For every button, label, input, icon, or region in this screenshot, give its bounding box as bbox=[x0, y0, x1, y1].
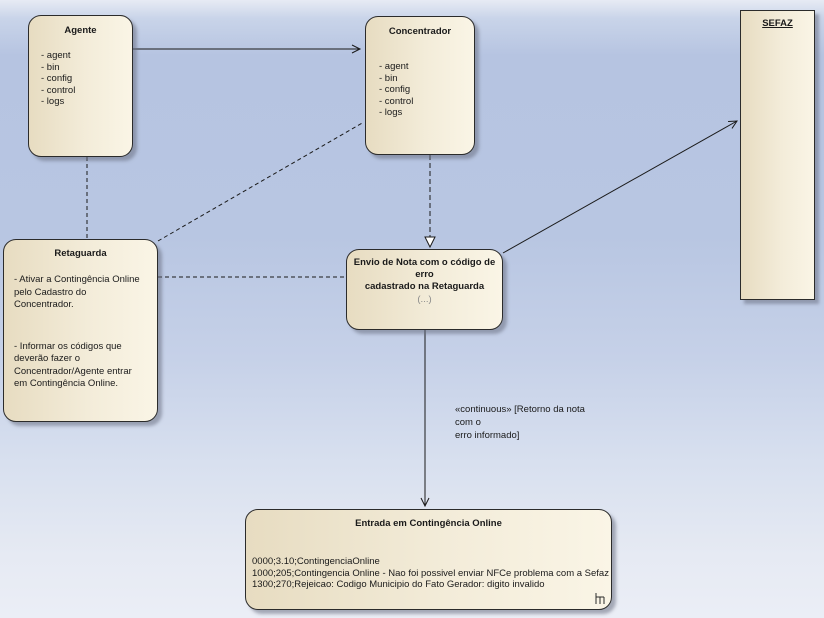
node-agente-title: Agente bbox=[64, 25, 97, 36]
node-retaguarda[interactable]: Retaguarda - Ativar a Contingência Onlin… bbox=[3, 239, 158, 422]
node-envio-de-nota[interactable]: Envio de Nota com o código de erro cadas… bbox=[346, 249, 503, 330]
node-envio-ellipsis: (...) bbox=[417, 294, 432, 305]
node-sefaz[interactable]: SEFAZ bbox=[740, 10, 815, 300]
feature-item: - bin bbox=[379, 72, 398, 84]
code-line: 1300;270;Rejeicao: Codigo Municipio do F… bbox=[252, 579, 545, 590]
feature-item: - config bbox=[379, 84, 411, 95]
feature-item: - agent bbox=[41, 50, 71, 61]
feature-item: - bin bbox=[41, 61, 60, 73]
node-sefaz-title: SEFAZ bbox=[762, 18, 793, 29]
composite-activity-rake-icon bbox=[595, 593, 605, 604]
code-line: 0000;3.10;ContingenciaOnline bbox=[252, 556, 380, 567]
feature-item: - logs bbox=[379, 107, 403, 118]
node-envio-title: Envio de Nota com o código de erro cadas… bbox=[353, 257, 496, 292]
node-retaguarda-note-2: - Informar os códigos que deverão fazer … bbox=[14, 340, 132, 390]
feature-item: - logs bbox=[41, 96, 65, 107]
node-retaguarda-note-1: - Ativar a Contingência Online pelo Cada… bbox=[14, 274, 140, 310]
edge-retaguarda-concentrador[interactable] bbox=[157, 121, 365, 242]
node-entrada-contingencia[interactable]: Entrada em Contingência Online 0000;3.10… bbox=[245, 509, 612, 610]
feature-item: - control bbox=[379, 95, 414, 107]
node-concentrador-title: Concentrador bbox=[388, 26, 452, 37]
code-line: 1000;205;Contingencia Online - Nao foi p… bbox=[252, 567, 609, 579]
feature-item: - config bbox=[41, 73, 73, 84]
node-agente[interactable]: Agente - agent - bin - config - control … bbox=[28, 15, 133, 157]
edge-envio-sefaz[interactable] bbox=[502, 120, 738, 254]
node-entrada-codes: 0000;3.10;ContingenciaOnline 1000;205;Co… bbox=[252, 556, 609, 591]
node-concentrador[interactable]: Concentrador - agent - bin - config - co… bbox=[365, 16, 475, 155]
node-retaguarda-title: Retaguarda bbox=[54, 248, 107, 259]
edge-continuous-label: «continuous» [Retorno da nota com o erro… bbox=[455, 404, 585, 441]
feature-item: - agent bbox=[379, 61, 409, 72]
node-concentrador-feature-list: - agent - bin - config - control - logs bbox=[366, 61, 474, 119]
node-agente-feature-list: - agent - bin - config - control - logs bbox=[29, 50, 132, 108]
node-entrada-title: Entrada em Contingência Online bbox=[355, 518, 502, 529]
feature-item: - control bbox=[41, 84, 76, 96]
